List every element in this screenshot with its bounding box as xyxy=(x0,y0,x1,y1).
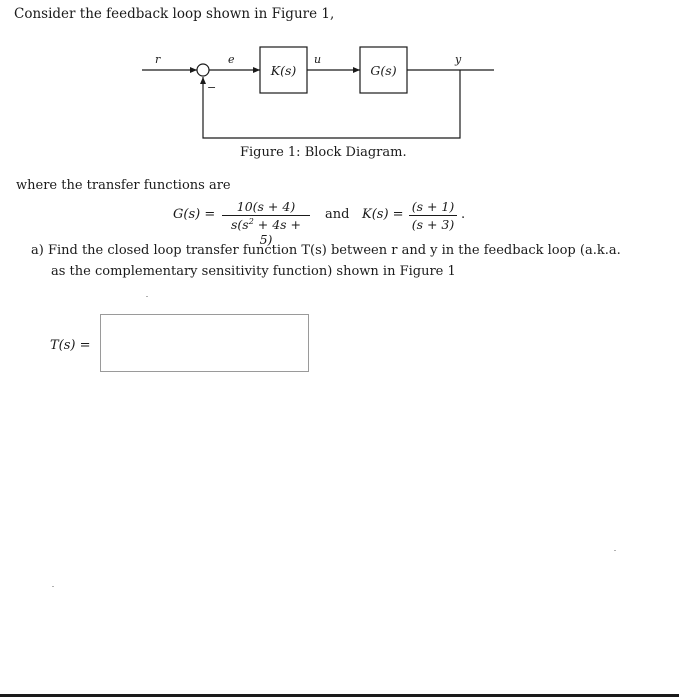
g-equation-lhs: G(s) = xyxy=(173,207,216,222)
equation-end-punct: . xyxy=(461,207,466,222)
signal-y-label: y xyxy=(454,53,462,66)
g-fraction-bar xyxy=(222,215,310,216)
k-fraction-bar xyxy=(409,215,457,216)
intro-text: Consider the feedback loop shown in Figu… xyxy=(14,6,335,22)
answer-label: T(s) = xyxy=(50,338,91,353)
question-line-1: a) Find the closed loop transfer functio… xyxy=(31,243,621,258)
summing-junction xyxy=(196,63,210,77)
block-diagram: r e u y − K(s) G(s) xyxy=(142,46,494,139)
g-fraction: 10(s + 4) s(s2 + 4s + 5) xyxy=(222,199,310,247)
answer-input-box[interactable] xyxy=(100,314,309,372)
figure-caption: Figure 1: Block Diagram. xyxy=(240,145,407,160)
g-numerator: 10(s + 4) xyxy=(236,199,296,214)
signal-r-label: r xyxy=(155,53,161,66)
k-fraction: (s + 1) (s + 3) xyxy=(409,199,457,232)
plant-block xyxy=(359,46,408,94)
k-denominator: (s + 3) xyxy=(411,217,455,232)
feedback-path xyxy=(200,70,461,139)
question-line-2: as the complementary sensitivity functio… xyxy=(51,264,456,279)
question-a: a) Find the closed loop transfer functio… xyxy=(31,240,651,282)
signal-e-label: e xyxy=(228,53,235,66)
scan-speck xyxy=(614,550,616,551)
minus-sign: − xyxy=(207,81,216,94)
controller-label: K(s) xyxy=(270,63,297,78)
k-equation-lhs: K(s) = xyxy=(362,207,404,222)
and-text: and xyxy=(325,207,350,222)
k-numerator: (s + 1) xyxy=(411,199,455,214)
scan-speck xyxy=(146,296,148,297)
where-text: where the transfer functions are xyxy=(16,178,231,193)
plant-label: G(s) xyxy=(370,63,396,78)
g-denominator: s(s2 + 4s + 5) xyxy=(230,217,302,248)
bottom-rule xyxy=(0,694,679,697)
scan-speck xyxy=(52,586,54,587)
signal-u-label: u xyxy=(314,53,321,66)
